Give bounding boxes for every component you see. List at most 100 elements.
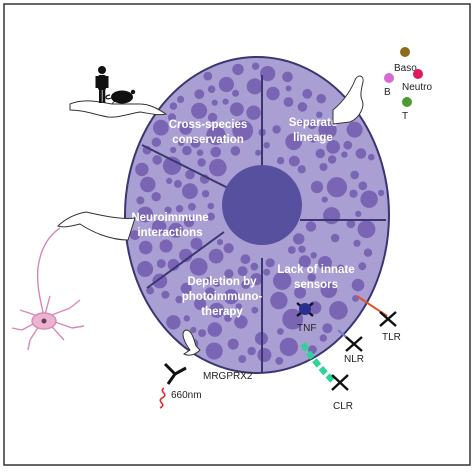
- neuroimmune-line2: interactions: [137, 227, 202, 239]
- nlr-cross-icon: [345, 336, 363, 352]
- granule: [247, 346, 256, 356]
- granule: [265, 258, 275, 268]
- granule: [341, 151, 348, 158]
- granule: [349, 189, 358, 198]
- granule: [166, 177, 173, 184]
- granule: [315, 148, 325, 159]
- neuron-icon: [11, 227, 85, 351]
- granule: [257, 348, 272, 362]
- granule: [183, 216, 195, 228]
- depletion-line2: photoimmuno-: [182, 291, 263, 303]
- t-cell-label: T: [402, 111, 408, 122]
- tlr-label: TLR: [382, 332, 401, 343]
- granule: [198, 329, 207, 338]
- mouse-icon: [105, 89, 136, 104]
- granule: [251, 62, 260, 70]
- granule: [137, 261, 154, 277]
- granule: [190, 237, 203, 250]
- granule: [152, 273, 168, 289]
- granule: [216, 239, 224, 246]
- granule: [358, 181, 368, 191]
- granule: [319, 334, 327, 342]
- tlr-receptor: TLR: [356, 295, 401, 343]
- light-icon: [159, 387, 166, 409]
- granule: [189, 257, 208, 276]
- granule: [168, 222, 184, 238]
- granule: [273, 271, 292, 290]
- nucleus: [222, 165, 302, 245]
- granule: [207, 112, 218, 123]
- granule: [360, 190, 378, 208]
- baso-cell-icon: [400, 47, 410, 57]
- tnf-receptor: TNF: [296, 302, 316, 334]
- granule: [175, 295, 183, 304]
- granule: [183, 315, 190, 322]
- granule: [190, 138, 201, 148]
- granule: [310, 252, 317, 259]
- granule: [230, 146, 241, 156]
- granule: [275, 357, 284, 365]
- granule: [329, 301, 348, 320]
- granule: [346, 121, 363, 138]
- granule: [322, 323, 333, 334]
- granule: [277, 328, 284, 335]
- immune-cell-legend: Baso B Neutro T: [384, 47, 432, 122]
- granule: [203, 71, 213, 81]
- granule: [353, 239, 361, 247]
- granule: [152, 219, 167, 235]
- granule: [153, 119, 169, 136]
- granule: [297, 119, 305, 126]
- granule: [182, 183, 198, 200]
- granule: [175, 205, 184, 213]
- granule: [297, 165, 306, 174]
- granule: [302, 88, 313, 99]
- granule: [205, 342, 223, 360]
- b-cell-icon: [384, 73, 394, 83]
- granule: [276, 156, 285, 165]
- granule: [209, 158, 227, 177]
- granule: [250, 262, 259, 271]
- granule: [263, 142, 270, 149]
- granule: [222, 98, 229, 105]
- innate-sensors-line2: sensors: [294, 279, 338, 291]
- clr-label: CLR: [333, 401, 353, 412]
- granule: [327, 155, 337, 164]
- depletion-line1: Depletion by: [187, 276, 257, 288]
- granule: [159, 239, 173, 253]
- granule: [197, 158, 206, 167]
- granule: [204, 287, 216, 298]
- segment-neuroimmune: Neuroimmune interactions: [131, 212, 208, 239]
- granule: [167, 113, 177, 122]
- granule: [377, 189, 385, 197]
- baso-label: Baso: [394, 63, 417, 74]
- granule: [326, 177, 347, 198]
- granule: [351, 278, 365, 292]
- granule: [180, 282, 192, 294]
- granule: [151, 137, 161, 147]
- hand-cells-icon: [332, 75, 364, 125]
- figure-frame: [3, 3, 471, 466]
- human-icon: [95, 66, 109, 103]
- granule: [194, 297, 207, 310]
- granule: [255, 149, 262, 156]
- granule: [177, 139, 185, 147]
- granule: [246, 78, 263, 95]
- granule: [211, 99, 218, 106]
- nlr-label: NLR: [344, 354, 364, 365]
- granule: [210, 146, 222, 158]
- granule: [191, 102, 208, 119]
- cross-species-line2: conservation: [172, 134, 244, 146]
- granule: [151, 192, 161, 202]
- granule: [350, 170, 360, 180]
- innate-sensors-line1: Lack of innate: [277, 264, 354, 276]
- granule: [270, 291, 288, 310]
- granule: [136, 196, 145, 205]
- granule: [223, 243, 234, 254]
- granule: [318, 121, 337, 140]
- granule: [209, 302, 225, 318]
- granule: [190, 326, 197, 334]
- hand-human-mouse: [69, 66, 168, 118]
- granule: [161, 290, 170, 299]
- granule: [358, 262, 367, 271]
